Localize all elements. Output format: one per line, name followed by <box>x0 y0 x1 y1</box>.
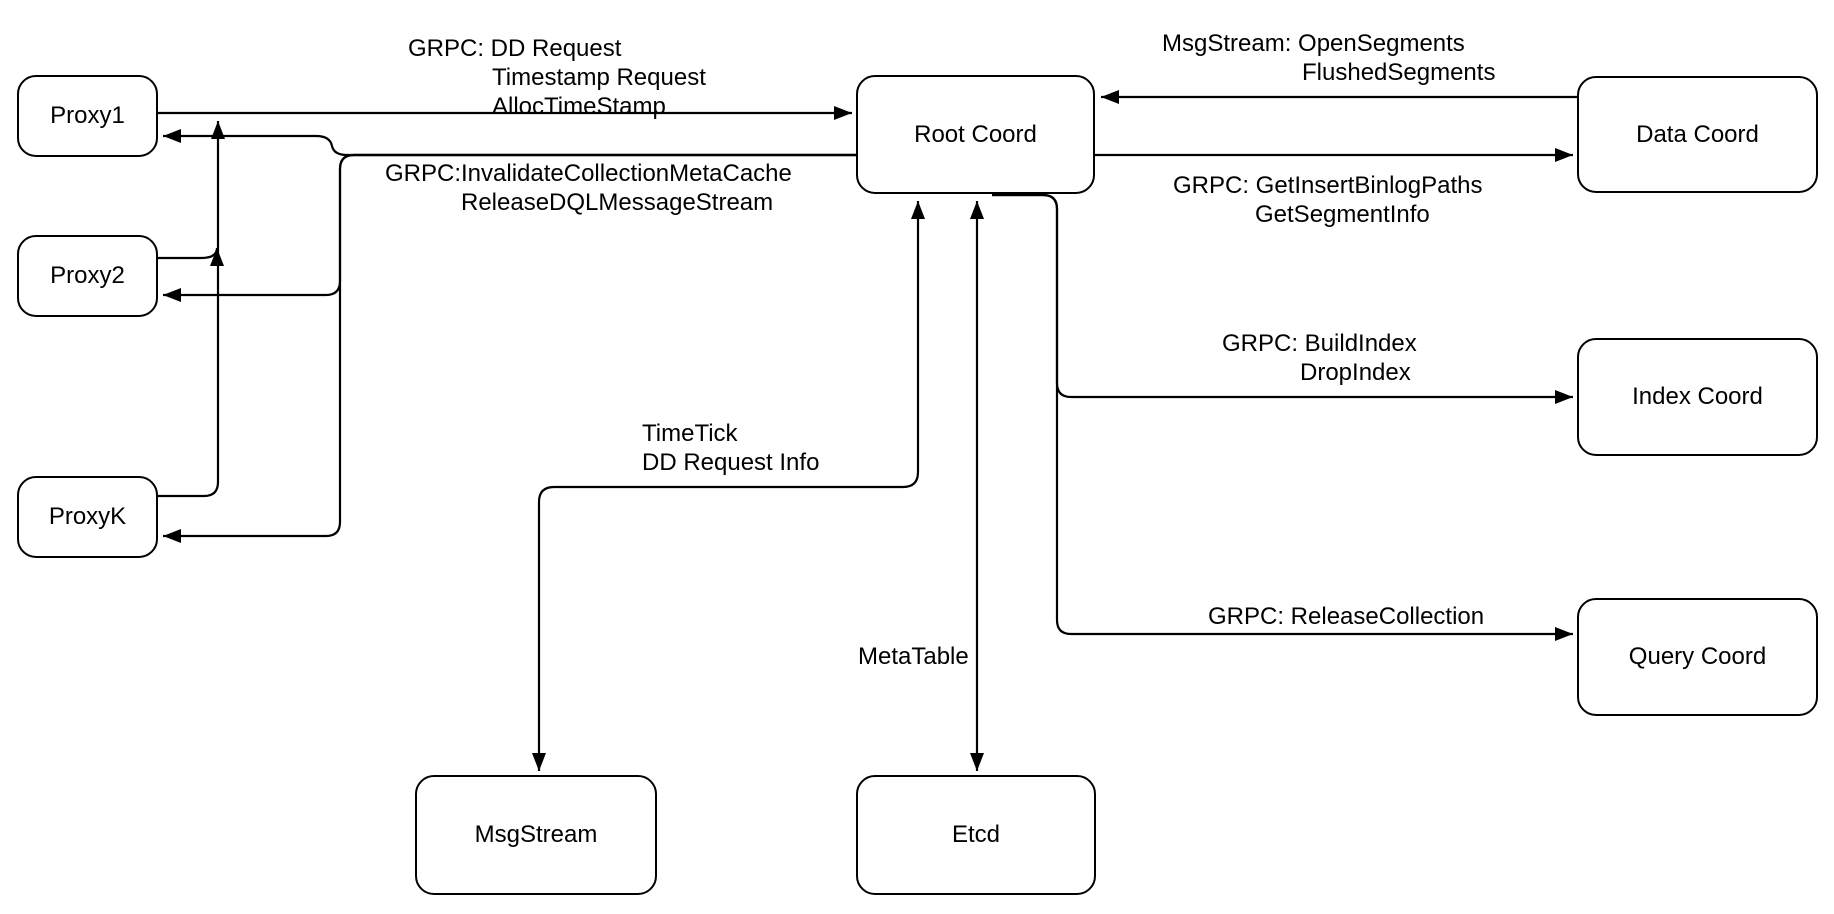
edge-label-build-index: GRPC: BuildIndex DropIndex <box>1222 329 1417 387</box>
node-msgstream: MsgStream <box>415 775 657 895</box>
edge-label-open-segments: MsgStream: OpenSegments FlushedSegments <box>1162 29 1495 87</box>
node-etcd-label: Etcd <box>951 821 1001 848</box>
edge-proxyk-up-join <box>158 121 225 498</box>
node-root-coord-label: Root Coord <box>914 120 1037 148</box>
edge-label-line: MsgStream: OpenSegments <box>1162 30 1465 57</box>
node-index-coord-label: Index Coord <box>1632 383 1763 410</box>
edge-label-line: GRPC:InvalidateCollectionMetaCache <box>385 160 792 187</box>
edge-root-coord-to-proxyk <box>163 153 856 543</box>
edge-label-line: MetaTable <box>858 643 969 670</box>
node-proxy2-label: Proxy2 <box>50 262 125 289</box>
node-proxyk: ProxyK <box>17 476 158 558</box>
edge-root-coord-to-query-coord <box>992 193 1573 641</box>
edge-proxy2-up-join <box>158 247 224 267</box>
edge-label-line: GRPC: BuildIndex <box>1222 330 1417 357</box>
edge-label-line: GRPC: ReleaseCollection <box>1208 603 1485 630</box>
node-data-coord-label: Data Coord <box>1636 120 1759 148</box>
edge-root-coord-to-proxy1 <box>163 129 856 157</box>
edge-root-coord-msgstream-timetick <box>532 201 925 771</box>
edge-label-release-collection: GRPC: ReleaseCollection <box>1208 602 1484 631</box>
node-proxy1: Proxy1 <box>17 75 158 157</box>
edge-label-line: FlushedSegments <box>1302 59 1496 86</box>
edge-label-meta-table: MetaTable <box>858 642 969 671</box>
edge-label-dd-request: GRPC: DD Request Timestamp Request Alloc… <box>408 34 706 121</box>
node-etcd: Etcd <box>856 775 1096 895</box>
edge-label-get-insert-binlog-paths: GRPC: GetInsertBinlogPaths GetSegmentInf… <box>1173 171 1482 229</box>
edge-label-line: GRPC: GetInsertBinlogPaths <box>1173 172 1483 199</box>
edge-label-time-tick: TimeTick DD Request Info <box>642 419 819 477</box>
node-proxy2: Proxy2 <box>17 235 158 317</box>
node-data-coord: Data Coord <box>1577 76 1818 193</box>
edge-label-line: AllocTimeStamp <box>492 93 666 120</box>
edge-label-line: ReleaseDQLMessageStream <box>461 189 774 216</box>
node-msgstream-label: MsgStream <box>474 821 598 848</box>
node-proxyk-label: ProxyK <box>48 503 127 530</box>
edge-label-line: GetSegmentInfo <box>1255 201 1430 228</box>
edge-label-line: DD Request Info <box>642 449 820 476</box>
edge-label-invalidate-collection: GRPC:InvalidateCollectionMetaCache Relea… <box>385 159 792 217</box>
node-query-coord: Query Coord <box>1577 598 1818 716</box>
node-root-coord: Root Coord <box>856 75 1095 194</box>
node-proxy1-label: Proxy1 <box>50 102 125 129</box>
edge-label-line: TimeTick <box>642 420 738 447</box>
node-index-coord: Index Coord <box>1577 338 1818 456</box>
edge-label-line: GRPC: DD Request <box>408 35 622 62</box>
edge-label-line: DropIndex <box>1300 359 1411 386</box>
node-query-coord-label: Query Coord <box>1628 643 1767 670</box>
edge-label-line: Timestamp Request <box>492 64 706 91</box>
